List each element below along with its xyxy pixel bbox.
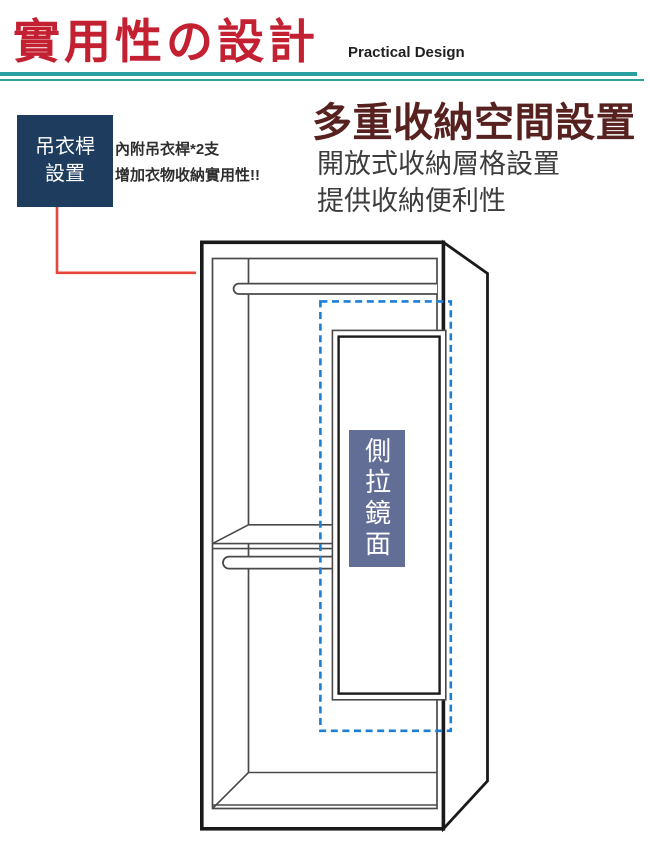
mirror-label-badge: 側拉鏡面 bbox=[349, 430, 405, 567]
teal-divider-thin bbox=[0, 79, 644, 81]
mirror-highlight-dashed-box bbox=[319, 300, 453, 733]
storage-description-line: 開放式收納層格設置 bbox=[317, 149, 560, 179]
cabinet-floor-diagonal-line bbox=[211, 771, 250, 810]
hanger-rod-note-line: 增加衣物收納實用性!! bbox=[115, 167, 260, 184]
storage-section-description: 開放式收納層格設置 提供收納便利性 bbox=[317, 146, 560, 220]
storage-description-line: 提供收納便利性 bbox=[317, 186, 506, 216]
hanger-rod-note-line: 內附吊衣桿*2支 bbox=[115, 141, 220, 158]
page-subtitle: Practical Design bbox=[348, 44, 465, 61]
mirror-label-text: 側拉鏡面 bbox=[361, 436, 392, 561]
storage-section-title: 多重收納空間設置 bbox=[312, 101, 636, 145]
page-title: 實用性の設計 bbox=[13, 15, 319, 68]
red-connector-line bbox=[55, 207, 196, 275]
hanger-rod-badge-line2: 設置 bbox=[45, 163, 85, 185]
hanger-rod-notes: 內附吊衣桿*2支 增加衣物收納實用性!! bbox=[115, 137, 260, 189]
hanging-rod-top bbox=[232, 282, 437, 295]
hanger-rod-badge-line1: 吊衣桿 bbox=[35, 136, 95, 158]
hanger-rod-badge: 吊衣桿 設置 bbox=[17, 115, 113, 207]
teal-divider-thick bbox=[0, 72, 637, 76]
